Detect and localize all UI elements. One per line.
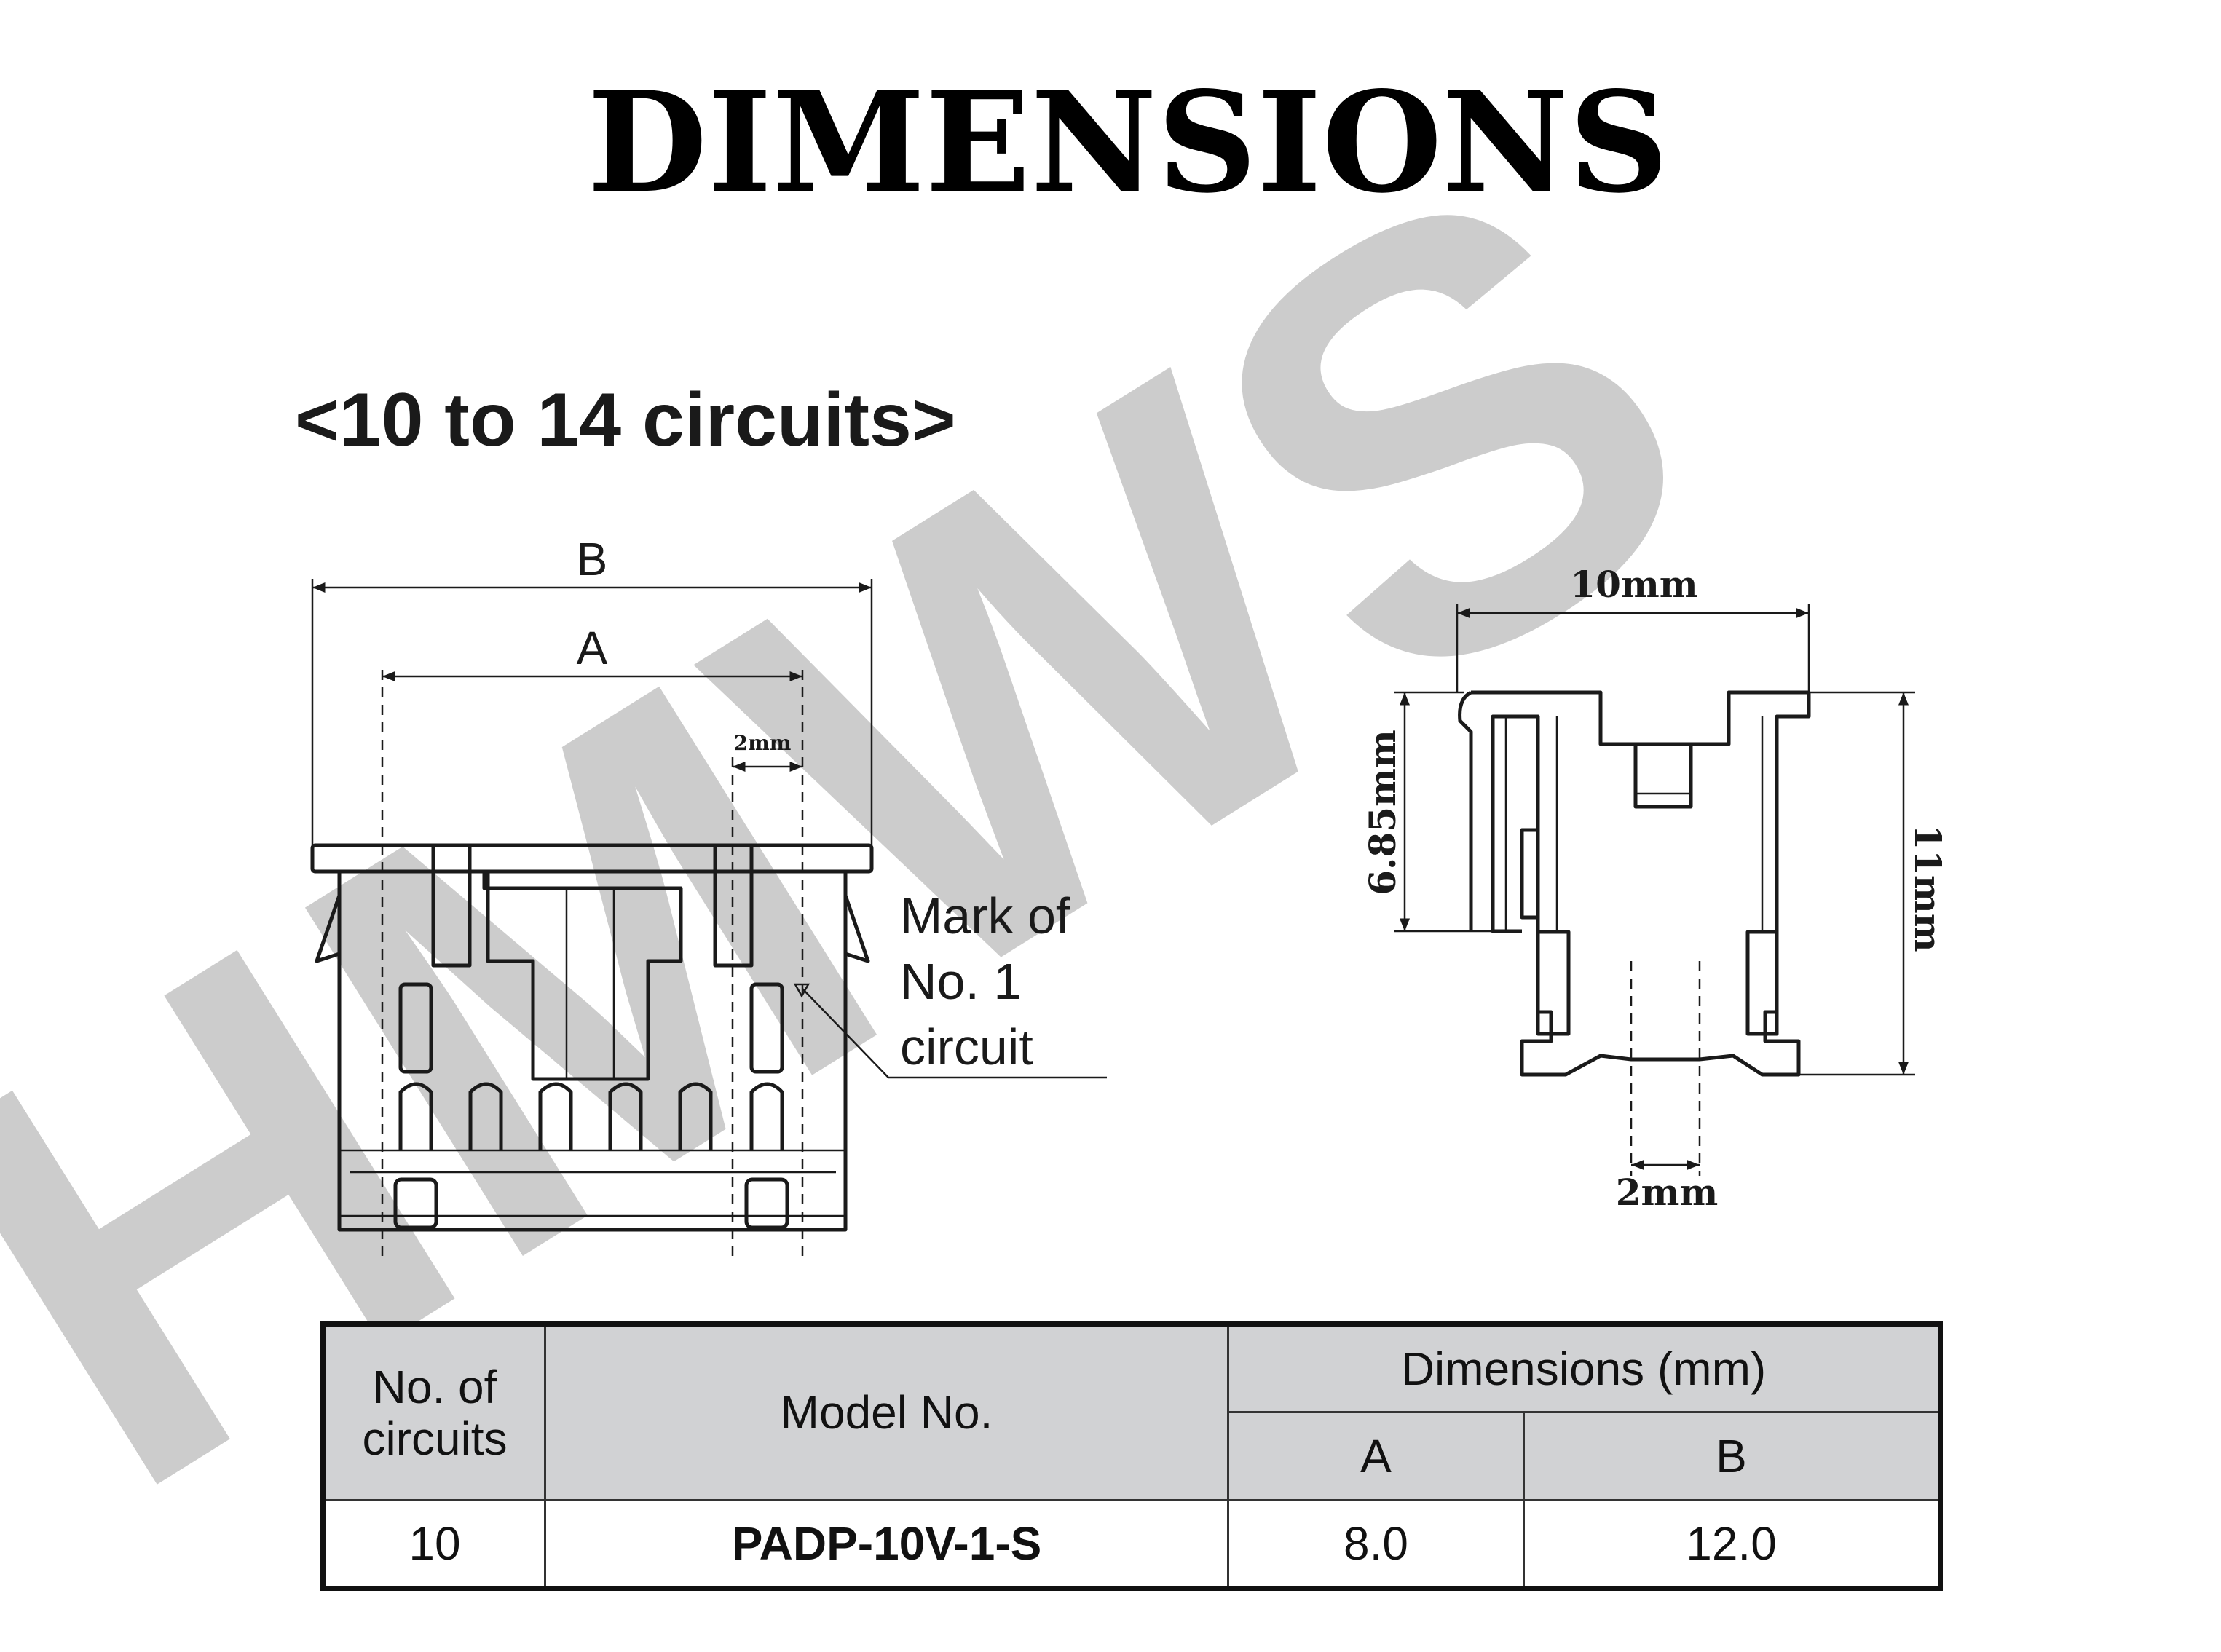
dim-a-label: A — [577, 622, 608, 674]
callout-line-3: circuit — [900, 1019, 1033, 1075]
page-title: DIMENSIONS — [588, 61, 1669, 224]
contact-pins — [350, 1082, 836, 1230]
table-row: 10 PADP-10V-1-S 8.0 12.0 — [322, 1499, 1941, 1589]
front-view: B A 2mm — [310, 533, 1107, 1256]
cell-model: PADP-10V-1-S — [544, 1499, 1229, 1589]
cell-a: 8.0 — [1227, 1499, 1525, 1589]
header-circuits-line-2: circuits — [362, 1412, 508, 1465]
width-label: 10mm — [1570, 563, 1697, 606]
side-view: 10mm 6.85mm 11mm 2mm — [1361, 563, 1949, 1214]
callout-line-2: No. 1 — [900, 953, 1022, 1010]
cell-b: 12.0 — [1523, 1499, 1941, 1589]
dim-b-label: B — [577, 533, 608, 585]
bottom-pitch-label: 2mm — [1616, 1171, 1719, 1214]
dimensions-table: No. of circuits Model No. Dimensions (mm… — [320, 1321, 1943, 1591]
header-b: B — [1523, 1411, 1941, 1501]
header-model: Model No. — [544, 1323, 1229, 1501]
header-dimensions: Dimensions (mm) — [1227, 1323, 1941, 1413]
callout-line-1: Mark of — [900, 888, 1070, 944]
cell-circuits: 10 — [322, 1499, 546, 1589]
header-a: A — [1227, 1411, 1525, 1501]
header-circuits: No. of circuits — [322, 1323, 546, 1501]
total-height-label: 11mm — [1906, 824, 1949, 952]
height-label: 6.85mm — [1361, 730, 1404, 896]
circuit-range-heading: <10 to 14 circuits> — [295, 378, 956, 462]
header-circuits-line-1: No. of — [372, 1361, 497, 1414]
pitch-label: 2mm — [734, 731, 792, 755]
